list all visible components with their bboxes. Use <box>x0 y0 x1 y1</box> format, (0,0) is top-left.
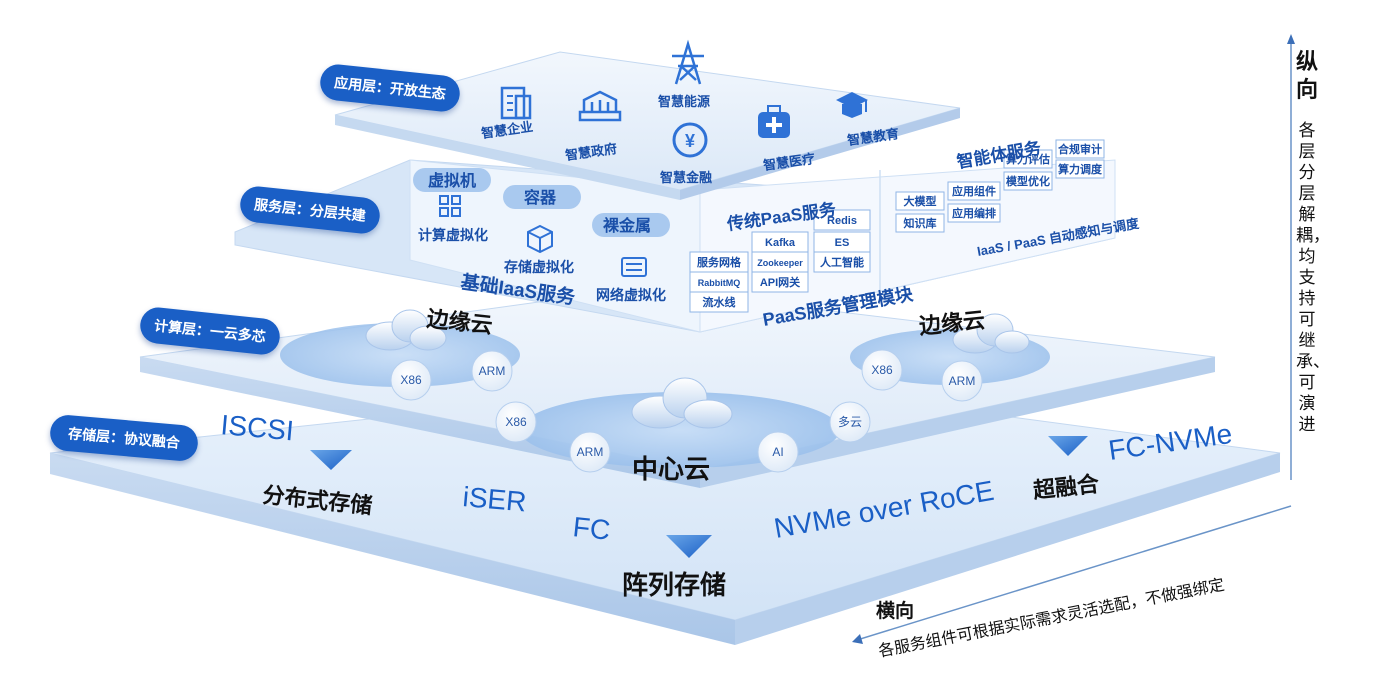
storage-triangles <box>310 436 1088 558</box>
chip-arm: ARM <box>949 374 976 388</box>
chip-arm: ARM <box>577 445 604 459</box>
paas-cell: RabbitMQ <box>698 278 741 288</box>
cube-icon <box>527 224 553 254</box>
chips <box>390 349 983 473</box>
app-item-label: 智慧金融 <box>660 170 712 185</box>
baremetal-label: 裸金属 <box>603 216 651 235</box>
storage-layer <box>49 379 1281 645</box>
app-item-label: 智慧能源 <box>658 94 710 109</box>
array-storage-label: 阵列存储 <box>622 570 726 600</box>
app-icons: ¥ <box>500 39 868 158</box>
protocol-fc: FC <box>571 511 611 546</box>
building-icon <box>500 86 532 120</box>
app-item-label: 智慧政府 <box>564 141 618 163</box>
horizontal-axis-title: 横向 <box>876 601 915 622</box>
agent-cell: 大模型 <box>904 194 937 208</box>
paas-cell: Redis <box>827 215 857 227</box>
chip-x86: X86 <box>400 373 422 387</box>
paas-cell: Zookeeper <box>757 258 803 268</box>
compute-virt-label: 计算虚拟化 <box>418 227 488 243</box>
center-cloud-label: 中心云 <box>632 454 710 484</box>
yuan-coin-icon: ¥ <box>672 122 708 158</box>
grid-icon <box>439 195 461 217</box>
array-arrow-icon <box>666 535 712 558</box>
medical-kit-icon <box>758 105 790 138</box>
agent-cell: 知识库 <box>903 216 937 230</box>
chip-multicloud: 多云 <box>838 415 862 429</box>
agent-cell: 算力评估 <box>1005 152 1050 166</box>
protocol-iscsi: ISCSI <box>219 409 295 446</box>
paas-cell: ES <box>835 237 850 249</box>
cloud-icons <box>365 309 1030 429</box>
government-icon <box>578 90 622 122</box>
container-label: 容器 <box>523 188 557 207</box>
app-item-label: 智慧教育 <box>846 126 900 148</box>
horizontal-axis <box>856 505 1292 641</box>
app-item-label: 智慧医疗 <box>762 151 816 173</box>
app-item-label: 智慧企业 <box>480 119 534 141</box>
agent-cell: 算力调度 <box>1057 162 1103 176</box>
chip-arm: ARM <box>479 364 506 378</box>
axes <box>852 34 1295 644</box>
server-icon <box>621 257 647 277</box>
hyper-arrow-icon <box>1048 436 1088 456</box>
vertical-arrow-icon <box>1287 34 1295 44</box>
power-tower-icon <box>672 39 704 85</box>
distributed-arrow-icon <box>310 450 352 470</box>
agent-cell: 应用组件 <box>952 184 996 198</box>
agent-grid <box>895 139 1105 233</box>
chip-x86: X86 <box>505 415 527 429</box>
center-cloud-icon <box>631 377 733 429</box>
agent-cell: 应用编排 <box>952 206 996 220</box>
agent-cell: 合规审计 <box>1058 142 1102 156</box>
iaas-pills <box>413 168 670 237</box>
graduation-cap-icon <box>836 92 868 118</box>
agent-cell: 模型优化 <box>1006 174 1050 188</box>
paas-cell: 服务网格 <box>697 255 742 269</box>
horizontal-arrow-icon <box>852 634 863 644</box>
edge-left-cloud-icon <box>365 309 447 351</box>
paas-grid <box>689 209 871 313</box>
edge-right-cloud-icon <box>952 313 1030 354</box>
paas-cell: Kafka <box>765 237 796 249</box>
vertical-axis-title: 纵向 <box>1295 49 1318 102</box>
iaas-icons <box>439 195 647 277</box>
vertical-axis-desc: 各层分层解耦，均支持可继承、可演进 <box>1296 121 1330 434</box>
paas-cell: 流水线 <box>703 295 736 309</box>
protocol-iser: iSER <box>461 481 527 517</box>
chip-x86: X86 <box>871 363 893 377</box>
svg-text:¥: ¥ <box>685 131 695 151</box>
paas-cell: 人工智能 <box>820 255 864 269</box>
storage-virt-label: 存储虚拟化 <box>504 259 574 275</box>
paas-cell: API网关 <box>760 275 800 289</box>
app-layer <box>334 51 961 200</box>
chip-ai: AI <box>772 445 783 459</box>
vm-label: 虚拟机 <box>428 171 476 190</box>
network-virt-label: 网络虚拟化 <box>596 287 666 303</box>
